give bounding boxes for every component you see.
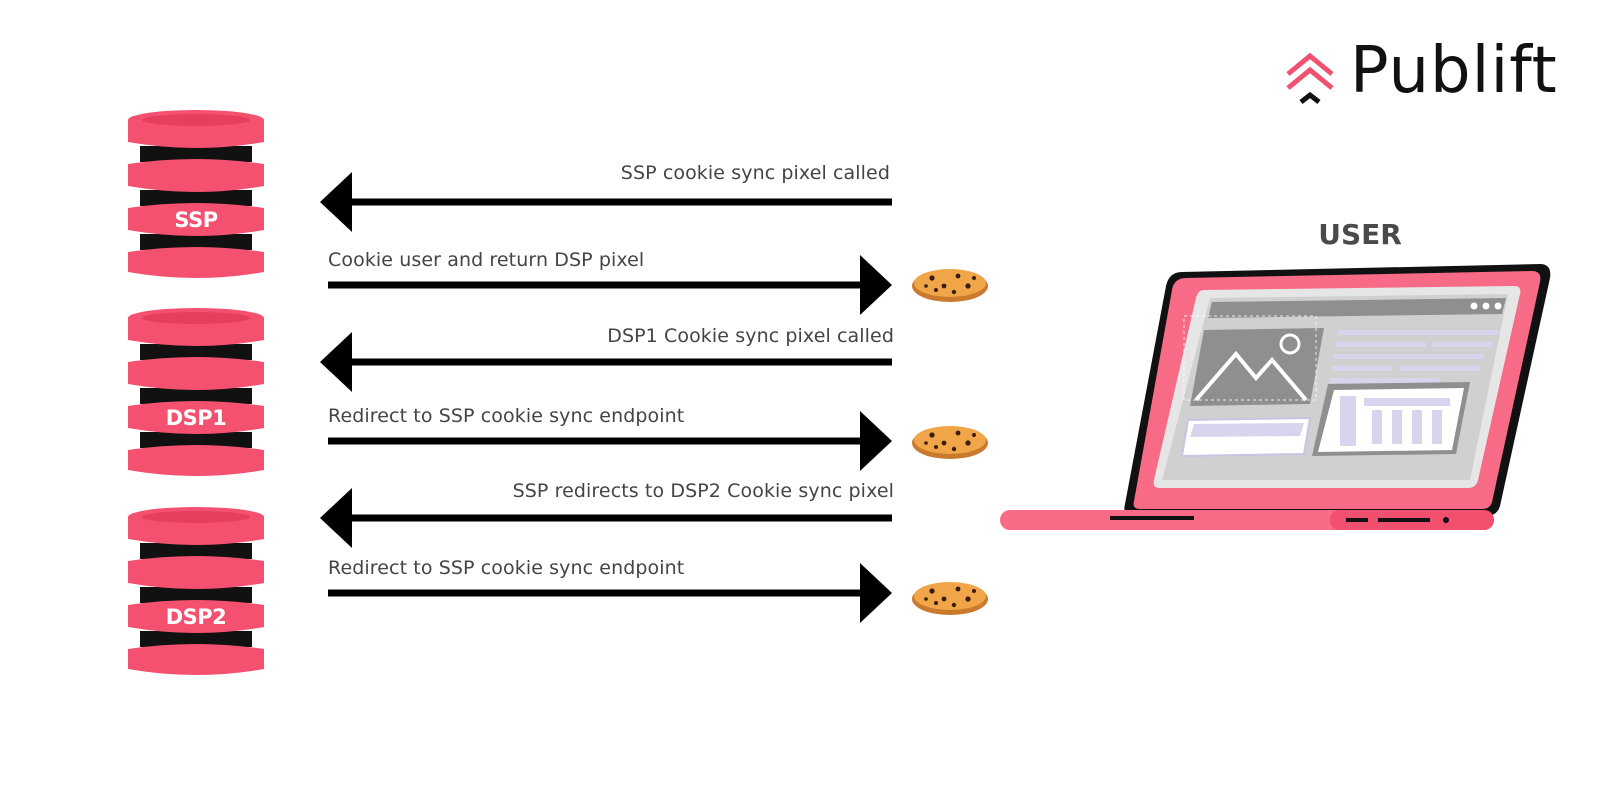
server-label: DSP1 [165,406,227,430]
arrow-right-icon [328,563,892,623]
server-dsp1: DSP1 [128,304,264,480]
server-label: DSP2 [165,605,227,629]
cookie-icon [912,269,988,302]
server-ssp: SSP [128,106,264,282]
database-icon [128,507,264,675]
arrow-right-icon [328,411,892,471]
arrow-right-icon [328,255,892,315]
message-label: Cookie user and return DSP pixel [328,249,645,271]
laptop-icon [1000,264,1551,530]
brand-logo: Publift [1284,34,1574,118]
arrow-left-icon [320,172,892,232]
message-label: Redirect to SSP cookie sync endpoint [328,405,685,427]
chevron-up-logo-icon [1286,52,1334,104]
message-label: SSP cookie sync pixel called [620,162,890,184]
cookie-icon [912,582,988,615]
database-icon [128,110,264,278]
server-label: SSP [174,208,218,232]
arrow-left-icon [320,488,892,548]
message-label: Redirect to SSP cookie sync endpoint [328,557,685,579]
cookie-icon [912,426,988,459]
arrow-left-icon [320,332,892,392]
brand-name: Publift [1350,34,1558,108]
message-label: SSP redirects to DSP2 Cookie sync pixel [512,480,894,502]
database-icon [128,308,264,476]
server-dsp2: DSP2 [128,503,264,679]
user-label: USER [1318,218,1402,251]
message-label: DSP1 Cookie sync pixel called [607,325,894,347]
